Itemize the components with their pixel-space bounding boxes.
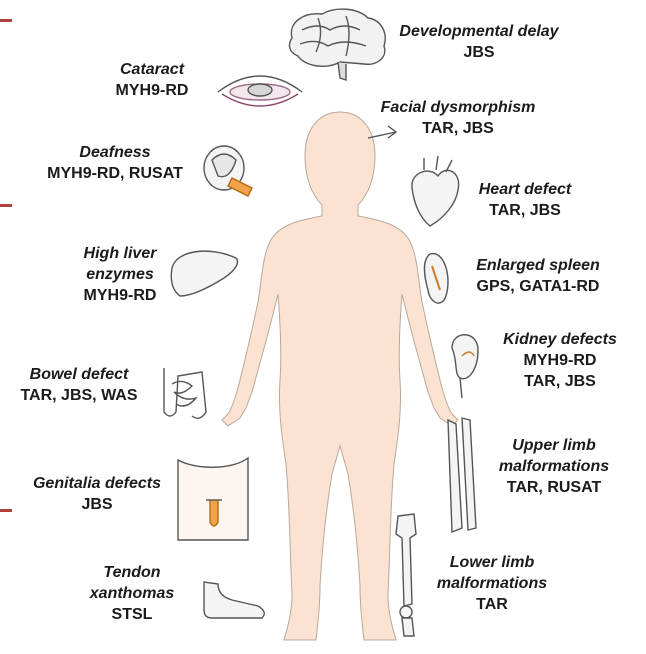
heart-title: Heart defect — [460, 180, 590, 201]
liver-genes: MYH9-RD — [54, 286, 186, 307]
label-spleen: Enlarged spleen GPS, GATA1-RD — [458, 256, 618, 298]
dev-delay-genes: JBS — [384, 43, 574, 64]
kidney-genes-line1: MYH9-RD — [490, 351, 630, 372]
label-liver: High liver enzymes MYH9-RD — [54, 244, 186, 306]
deafness-genes: MYH9-RD, RUSAT — [34, 164, 196, 185]
lower-limb-genes: TAR — [422, 595, 562, 616]
liver-title-line2: enzymes — [54, 265, 186, 286]
liver-title-line1: High liver — [54, 244, 186, 265]
label-deafness: Deafness MYH9-RD, RUSAT — [34, 143, 196, 185]
label-cataract: Cataract MYH9-RD — [92, 60, 212, 102]
bowel-title: Bowel defect — [4, 365, 154, 386]
ear-icon — [204, 146, 252, 196]
label-upper-limb: Upper limb malformations TAR, RUSAT — [484, 436, 624, 498]
tendon-genes: STSL — [72, 605, 192, 626]
lower-limb-title-line1: Lower limb — [422, 553, 562, 574]
label-bowel: Bowel defect TAR, JBS, WAS — [4, 365, 154, 407]
upper-limb-bones-icon — [448, 418, 476, 532]
eye-icon — [218, 76, 302, 106]
label-tendon: Tendon xanthomas STSL — [72, 563, 192, 625]
heart-icon — [412, 156, 459, 226]
lower-limb-title-line2: malformations — [422, 574, 562, 595]
genitalia-icon — [178, 458, 248, 540]
spleen-icon — [425, 254, 449, 304]
cataract-title: Cataract — [92, 60, 212, 81]
facial-genes: TAR, JBS — [360, 119, 556, 140]
upper-limb-genes: TAR, RUSAT — [484, 478, 624, 499]
spleen-genes: GPS, GATA1-RD — [458, 277, 618, 298]
label-genitalia: Genitalia defects JBS — [22, 474, 172, 516]
label-facial: Facial dysmorphism TAR, JBS — [360, 98, 556, 140]
label-dev-delay: Developmental delay JBS — [384, 22, 574, 64]
bowel-genes: TAR, JBS, WAS — [4, 386, 154, 407]
label-heart: Heart defect TAR, JBS — [460, 180, 590, 222]
intestine-icon — [164, 368, 206, 418]
kidney-genes-line2: TAR, JBS — [490, 372, 630, 393]
upper-limb-title-line1: Upper limb — [484, 436, 624, 457]
cataract-genes: MYH9-RD — [92, 81, 212, 102]
brain-icon — [290, 9, 386, 80]
tendon-title-line1: Tendon — [72, 563, 192, 584]
kidney-title: Kidney defects — [490, 330, 630, 351]
dev-delay-title: Developmental delay — [384, 22, 574, 43]
label-lower-limb: Lower limb malformations TAR — [422, 553, 562, 615]
genitalia-genes: JBS — [22, 495, 172, 516]
genitalia-title: Genitalia defects — [22, 474, 172, 495]
tendon-title-line2: xanthomas — [72, 584, 192, 605]
facial-title: Facial dysmorphism — [360, 98, 556, 119]
foot-icon — [204, 582, 264, 618]
kidney-icon — [452, 335, 478, 398]
lower-limb-bones-icon — [396, 514, 416, 636]
heart-genes: TAR, JBS — [460, 201, 590, 222]
upper-limb-title-line2: malformations — [484, 457, 624, 478]
label-kidney: Kidney defects MYH9-RD TAR, JBS — [490, 330, 630, 392]
spleen-title: Enlarged spleen — [458, 256, 618, 277]
deafness-title: Deafness — [34, 143, 196, 164]
